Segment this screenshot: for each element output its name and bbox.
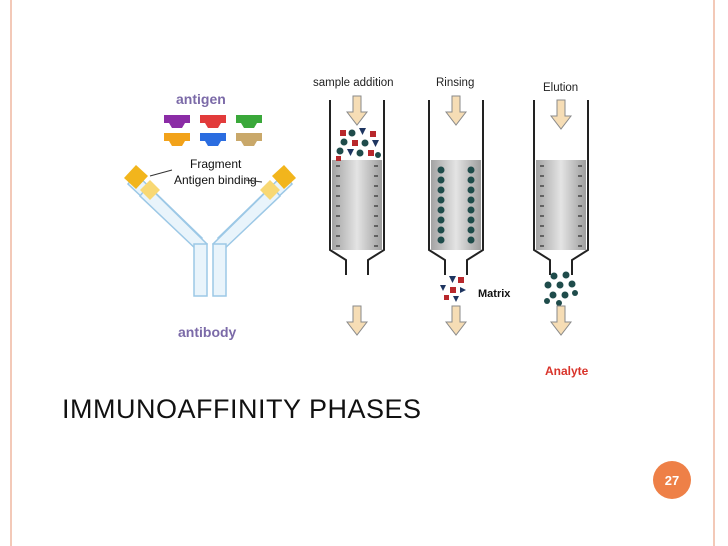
down-arrow-icon <box>549 99 573 130</box>
antigen-icon-green <box>236 115 262 128</box>
column-body <box>329 100 385 275</box>
down-arrow-icon <box>345 305 369 336</box>
bound-analyte <box>437 166 475 244</box>
column-step-label: sample addition <box>313 77 394 89</box>
column-sample-addition: sample addition <box>313 77 394 336</box>
antigen-icon-tan <box>236 133 262 146</box>
antigen-icon-blue <box>200 133 226 146</box>
column-elution: Elution Analyte <box>533 82 589 378</box>
antigen-icon-orange <box>164 133 190 146</box>
slide-title: IMMUNOAFFINITY PHASES <box>62 394 422 424</box>
down-arrow-icon <box>444 95 468 126</box>
antigen-icon-red <box>200 115 226 128</box>
antigen-icon-purple <box>164 115 190 128</box>
page-number-badge: 27 <box>653 461 691 499</box>
down-arrow-icon <box>549 305 573 336</box>
packed-bed-ligands <box>336 165 378 247</box>
column-step-label: Elution <box>543 82 578 94</box>
antigen-label: antigen <box>176 91 226 107</box>
eluted-analyte <box>544 271 578 306</box>
antigen-binding-sites <box>124 165 296 200</box>
column-rinsing: Rinsing Matrix <box>428 77 511 336</box>
antigen-icons <box>164 115 262 146</box>
column-body <box>428 100 484 275</box>
matrix-particles <box>440 276 466 302</box>
packed-bed <box>431 160 481 250</box>
matrix-label: Matrix <box>478 288 511 300</box>
down-arrow-icon <box>345 95 369 126</box>
slide-border <box>10 0 715 546</box>
column-step-label: Rinsing <box>436 77 474 89</box>
antigen-binding-label: Antigen binding <box>174 173 257 187</box>
packed-bed-ligands <box>540 165 582 247</box>
analyte-label: Analyte <box>545 364 589 378</box>
column-body <box>533 100 589 275</box>
immunoaffinity-diagram: antigen Fragment Antigen binding <box>124 77 589 378</box>
antibody-panel: antigen Fragment Antigen binding <box>124 91 296 340</box>
fragment-label: Fragment <box>190 157 242 171</box>
sample-particles <box>336 128 381 161</box>
packed-bed <box>332 160 382 250</box>
packed-bed <box>536 160 586 250</box>
antibody-label: antibody <box>178 324 237 340</box>
down-arrow-icon <box>444 305 468 336</box>
